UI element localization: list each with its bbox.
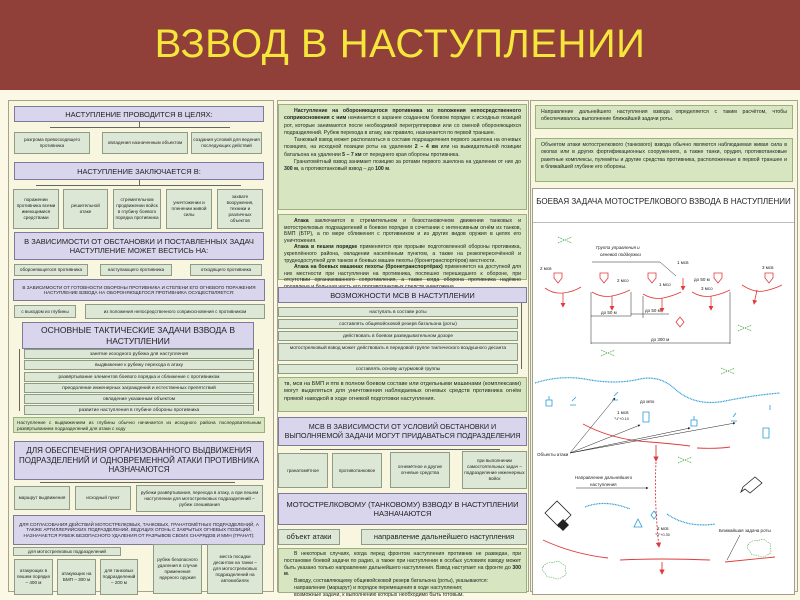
ms-units-label: для мотострелковых подразделений — [13, 547, 121, 556]
task-item: развитие наступления в глубине обороны п… — [24, 405, 254, 415]
goal-item: создания условий для ведения последующих… — [191, 132, 262, 154]
safety-item: атакующих на БМП – 300 м — [57, 559, 96, 595]
label-1mso: 1 мсо — [659, 282, 671, 287]
label-group: огневой поддержки — [600, 251, 641, 257]
further-direction-box: направление дальнейшего наступления — [361, 529, 527, 545]
vegetation-icon — [542, 538, 772, 580]
capability-item: составлять основу штурмовой группы — [278, 364, 518, 374]
attached-item: огнемётное и другие огневые средства — [390, 452, 450, 488]
safety-item: атакующих в пешем порядке – 400 м — [14, 559, 53, 595]
header-banner — [0, 0, 800, 90]
label-2msv-task: 2 мсв — [657, 526, 669, 531]
label-direction: Направление дальнейшего — [575, 474, 633, 480]
against-item: обороняющегося противника — [14, 264, 88, 276]
readiness-heading: В ЗАВИСИМОСТИ ОТ ГОТОВНОСТИ ОБОРОНЫ ПРОТ… — [13, 279, 265, 301]
task-item: развёртывание элементов боевого порядка … — [24, 372, 254, 382]
attached-heading: МСВ В ЗАВИСИМОСТИ ОТ УСЛОВИЙ ОБСТАНОВКИ … — [278, 417, 527, 446]
consists-item: уничтожении и пленении живой силы — [166, 189, 212, 229]
building-icon — [557, 519, 569, 531]
goal-item: разгрома превосходящего противника — [14, 132, 90, 154]
task-item: овладение указанным объектом — [24, 394, 254, 404]
attack-object-note: Объектом атаки мотострелкового (танковог… — [535, 138, 793, 182]
attack-text: Атака заключается в стремительном и безо… — [278, 214, 527, 290]
consists-item: стремительном продвижении войск в глубин… — [113, 189, 161, 229]
attached-item: противотанковое — [332, 453, 382, 488]
assigned-item: исходный пункт — [75, 486, 131, 510]
direction-note: Направление дальнейшего наступления взво… — [535, 105, 793, 129]
against-heading: В ЗАВИСИМОСТИ ОТ ОБСТАНОВКИ И ПОСТАВЛЕНН… — [14, 232, 264, 260]
label-1msv-task: 1 мсв — [617, 410, 629, 415]
attack-object-box: объект атаки — [278, 529, 340, 545]
direct-fire-text: тв, мсв на БМП и птв в полном боевом сос… — [278, 377, 527, 412]
building-icon — [740, 476, 763, 494]
label-distance-300: до 300 м — [651, 337, 669, 342]
goals-heading: НАСТУПЛЕНИЕ ПРОВОДИТСЯ В ЦЕЛЯХ: — [14, 106, 264, 122]
building-icon — [544, 500, 572, 528]
readiness-item: с выходом из глубины — [14, 305, 76, 318]
goal-item: овладения назначенным объектом — [102, 132, 188, 154]
enemy-weapon-icon — [545, 391, 771, 528]
consists-heading: НАСТУПЛЕНИЕ ЗАКЛЮЧАЕТСЯ В: — [14, 162, 264, 180]
label-dompo: до мпо — [640, 399, 655, 404]
attached-item: при выполнении самостоятельных задач – п… — [462, 451, 527, 489]
diagram-title: БОЕВАЯ ЗАДАЧА МОТОСТРЕЛКОВОГО ВЗВОДА В Н… — [533, 189, 794, 223]
obstacle-icon — [557, 236, 753, 464]
capability-item: наступать в составе роты — [278, 307, 518, 317]
task-item: занятие исходного рубежа для наступления — [24, 349, 254, 359]
advance-note: Наступление с выдвижением из глубины обы… — [13, 417, 265, 433]
phase-line — [542, 423, 776, 575]
label-distance: до 50 м — [601, 310, 617, 315]
platoon-assigned-heading: МОТОСТРЕЛКОВОМУ (ТАНКОВОМУ) ВЗВОДУ В НАС… — [278, 493, 527, 525]
assigned-heading: ДЛЯ ОБЕСПЕЧЕНИЯ ОРГАНИЗОВАННОГО ВЫДВИЖЕН… — [14, 441, 264, 480]
label-distance: до 50 м — [645, 308, 661, 313]
label-time: "Ч"+0.10 — [614, 417, 629, 421]
safety-item: для танковых подразделений – 200 м — [100, 559, 138, 595]
label-attack-objects: Объекты атаки — [537, 452, 569, 457]
task-item: преодоление инженерных заграждений и ест… — [24, 383, 254, 393]
consists-item: захвате вооружения, техники и различных … — [217, 189, 263, 229]
label-nearest-task: Ближайшая задача роты — [719, 527, 771, 533]
task-item: выдвижение к рубежу перехода в атаку — [24, 360, 254, 370]
page-title: ВЗВОД В НАСТУПЛЕНИИ — [154, 22, 646, 66]
consists-item: решительной атаке — [63, 189, 108, 229]
capability-item: составлять общевойсковой резерв батальон… — [278, 319, 518, 329]
capabilities-heading: ВОЗМОЖНОСТИ МСВ В НАСТУПЛЕНИИ — [278, 287, 527, 303]
capability-item: действовать в боевом разведывательном до… — [278, 331, 518, 341]
tasks-heading: ОСНОВНЫЕ ТАКТИЧЕСКИЕ ЗАДАЧИ ВЗВОДА В НАС… — [22, 322, 254, 349]
label-time: "Ч"+0.30 — [655, 533, 670, 537]
assigned-item: рубежи развёртывания, перехода в атаку, … — [136, 485, 263, 512]
squad-position — [544, 278, 783, 328]
reserve-text: В некоторых случаях, когда перед фронтом… — [278, 548, 527, 598]
assigned-item: маршрут выдвижения — [14, 486, 70, 510]
label-direction: наступления — [590, 482, 617, 487]
label-distance: до 50 м — [694, 277, 710, 282]
safety-item: рубеж безопасного удаления в случае прим… — [153, 544, 202, 594]
safety-item: места посадки десантом на танки – для мо… — [207, 544, 263, 594]
combat-task-diagram — [532, 188, 795, 595]
label-1msv: 1 мсв — [677, 260, 689, 265]
label-3mso: 3 мсо — [701, 286, 713, 291]
safety-heading: ДЛЯ СОГЛАСОВАНИЯ ДЕЙСТВИЙ МОТОСТРЕЛКОВЫХ… — [13, 515, 265, 545]
label-2mso: 2 мсо — [617, 278, 629, 283]
label-3msv: 3 мсв — [762, 265, 774, 270]
capability-item: мотострелковый взвод может действовать в… — [278, 343, 518, 361]
defense-attack-text: Наступление на обороняющегося противника… — [278, 104, 527, 210]
vehicle-icon — [553, 272, 774, 284]
against-item: отходящего противника — [190, 264, 262, 276]
attached-item: гранатомётное — [278, 453, 328, 488]
consists-item: поражении противника всеми имеющимися ср… — [13, 189, 59, 229]
label-group: Группа управления и — [596, 245, 640, 250]
readiness-item: из положения непосредственного соприкосн… — [85, 304, 265, 319]
against-item: наступающего противника — [100, 264, 172, 276]
label-2msv: 2 мсв — [540, 266, 552, 271]
enemy-trench — [534, 377, 781, 526]
